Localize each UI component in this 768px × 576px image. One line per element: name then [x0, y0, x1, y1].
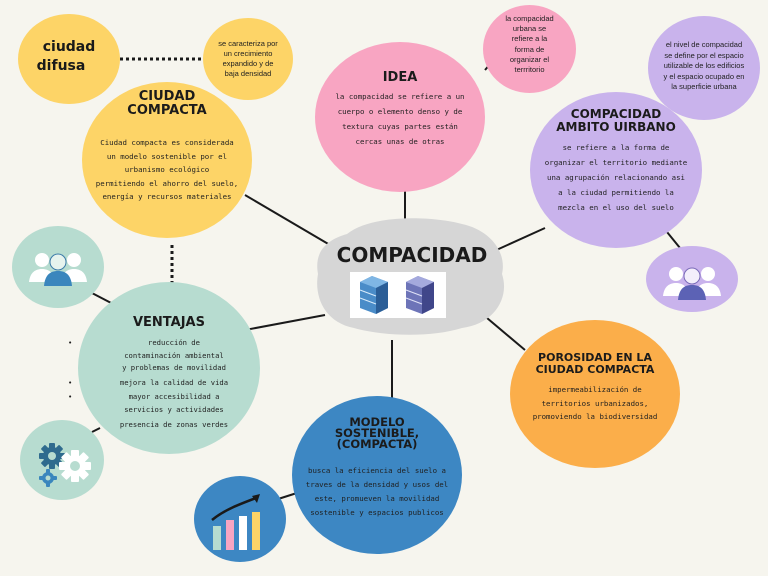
line-ambito-people	[666, 231, 681, 249]
ciudad-compacta-text: Ciudad compacta es considerada un modelo…	[95, 138, 239, 201]
center-title: COMPACIDAD	[336, 243, 488, 267]
ventajas-item: • reducción de contaminación ambiental y…	[68, 338, 226, 373]
porosidad-title: POROSIDAD EN LA CIUDAD COMPACTA	[535, 351, 655, 376]
nivel-compacidad-text: el nivel de compacidad se define por el …	[663, 40, 745, 91]
idea-text: la compacidad se refiere a un cuerpo o e…	[335, 92, 465, 146]
ambito-urbano-text: se refiere a la forma de organizar el te…	[544, 143, 688, 212]
modelo-sostenible-title: MODELO SOSTENIBLE, (COMPACTA)	[334, 415, 420, 451]
compacidad-urbana-text: la compacidad urbana se refiere a la for…	[505, 14, 554, 75]
difusa-description-text: se caracteriza por un crecimiento expand…	[218, 39, 278, 78]
people-icon	[663, 267, 721, 300]
nivel-compacidad-bubble: el nivel de compacidad se define por el …	[648, 16, 760, 120]
ventajas-item: • mayor accesibilidad a servicios y acti…	[68, 392, 224, 414]
modelo-sostenible-text: busca la eficiencia del suelo a traves d…	[305, 466, 449, 517]
people-icon-right-bubble	[646, 246, 738, 312]
idea-title: IDEA	[382, 70, 418, 85]
line-ventajas-gears	[91, 427, 101, 433]
line-center-ambito	[491, 227, 546, 253]
modelo-sostenible-bubble: MODELO SOSTENIBLE, (COMPACTA) busca la e…	[292, 396, 462, 554]
ventajas-list: • reducción de contaminación ambiental y…	[68, 337, 254, 431]
ventajas-item: • mejora la calidad de vida	[68, 377, 229, 387]
gears-icon-bubble	[20, 420, 104, 500]
ventajas-bubble: VENTAJAS • reducción de contaminación am…	[68, 282, 260, 454]
compacidad-urbana-bubble: la compacidad urbana se refiere a la for…	[483, 5, 576, 93]
ventajas-item: • presencia de zonas verdes	[68, 419, 229, 429]
ciudad-compacta-bubble: CIUDAD COMPACTA Ciudad compacta es consi…	[82, 82, 252, 238]
gears-icon	[39, 443, 91, 487]
line-center-porosidad	[486, 317, 526, 351]
idea-bubble: IDEA la compacidad se refiere a un cuerp…	[315, 42, 485, 192]
ambito-urbano-bubble: COMPACIDAD AMBITO UIRBANO se refiere a l…	[530, 92, 702, 248]
growth-chart-icon-bubble	[194, 476, 286, 562]
difusa-description-bubble: se caracteriza por un crecimiento expand…	[203, 18, 293, 100]
ciudad-compacta-title: CIUDAD COMPACTA	[127, 89, 207, 118]
line-center-ventajas	[244, 314, 326, 331]
ciudad-difusa-label: ciudad difusa	[36, 39, 96, 74]
porosidad-text: impermeabilización de territorios urbani…	[532, 385, 658, 421]
line-center-compacta	[244, 194, 331, 246]
ventajas-title: VENTAJAS	[132, 315, 205, 330]
ciudad-difusa-bubble: ciudad difusa	[18, 14, 120, 104]
porosidad-bubble: POROSIDAD EN LA CIUDAD COMPACTA impermea…	[510, 320, 680, 468]
ambito-urbano-title: COMPACIDAD AMBITO UIRBANO	[556, 107, 676, 134]
growth-chart-icon	[211, 494, 260, 550]
cubes-icon	[350, 272, 446, 318]
people-icon	[29, 253, 87, 286]
people-icon-left-bubble	[12, 226, 104, 308]
